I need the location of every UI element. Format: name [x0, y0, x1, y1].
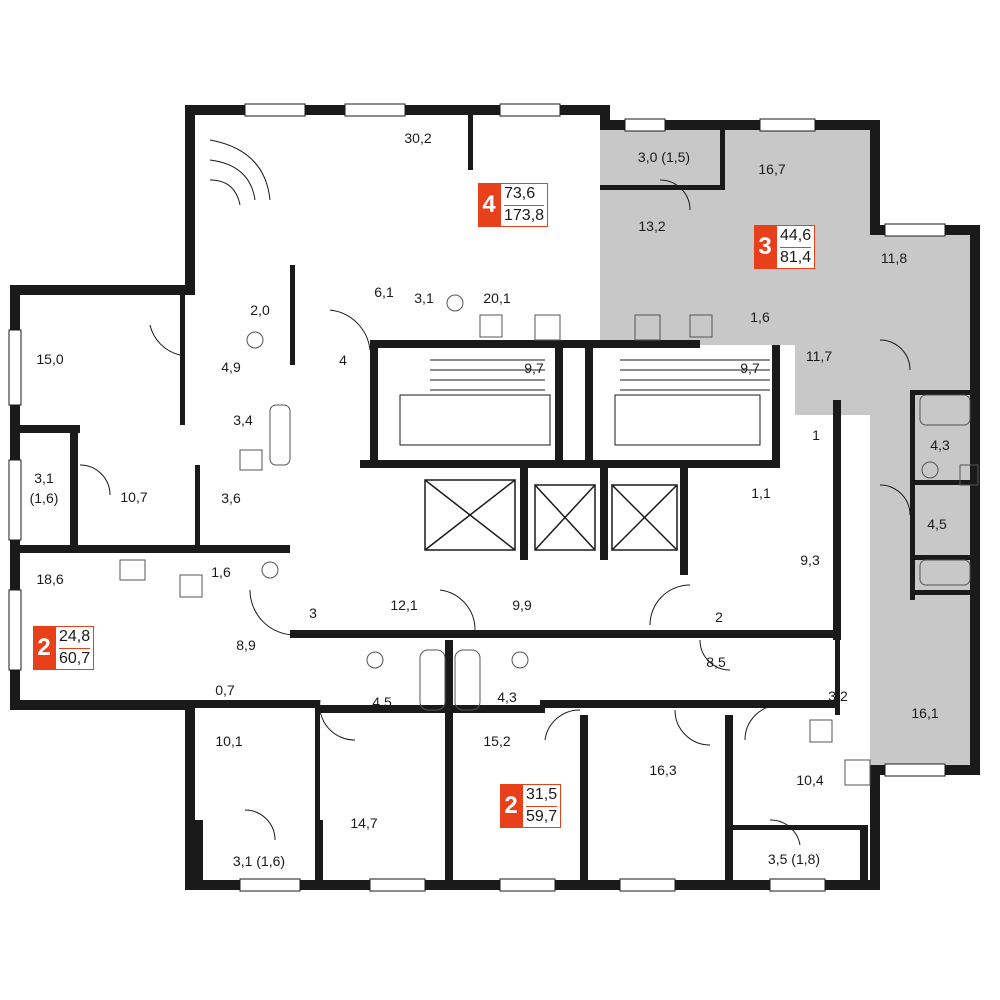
room-area: 0,7: [215, 682, 235, 698]
room-area: 1,1: [751, 485, 771, 501]
room-area: 4,5: [372, 694, 392, 710]
room-area: 15,2: [483, 733, 511, 749]
living-area: 31,5: [526, 785, 558, 803]
room-area: 10,7: [120, 489, 148, 505]
room-area: 4,5: [927, 516, 947, 532]
room-area: 10,4: [796, 772, 824, 788]
room-area: 11,7: [805, 348, 833, 364]
room-area: 1,6: [211, 564, 231, 580]
room-area: 4,3: [930, 437, 950, 453]
room-area: 8,9: [236, 637, 256, 653]
apartment-3-badge: 3 44,6 81,4: [754, 225, 816, 269]
living-area: 24,8: [59, 627, 91, 645]
room-area: 3,1: [34, 470, 54, 486]
room-area: 2,0: [250, 302, 270, 318]
room-area: 3,1 (1,6): [232, 853, 286, 869]
stairs: [209, 139, 770, 446]
door-swings: [79, 179, 911, 846]
fixtures: [119, 294, 979, 786]
room-area: 9,3: [800, 552, 820, 568]
room-area: 14,7: [350, 815, 378, 831]
room-area: 20,1: [483, 290, 511, 306]
room-area: 16,3: [649, 762, 677, 778]
room-area: 8,5: [706, 654, 726, 670]
elevators: [424, 479, 678, 551]
room-area: 15,0: [36, 351, 64, 367]
room-area: 12,1: [390, 597, 418, 613]
room-area: 11,8: [880, 250, 908, 266]
apartment-2-left-badge: 2 24,8 60,7: [33, 626, 95, 670]
interior-walls: [20, 115, 970, 885]
room-area: 9,7: [740, 360, 760, 376]
room-area: 13,2: [638, 218, 666, 234]
room-area: 3,5 (1,8): [767, 851, 821, 867]
room-count: 3: [754, 225, 776, 269]
apartment-2-bottom-badge: 2 31,5 59,7: [500, 784, 562, 828]
total-area: 173,8: [504, 205, 545, 225]
room-area: 6,1: [374, 284, 394, 300]
living-area: 73,6: [504, 184, 536, 202]
room-area: 16,1: [911, 705, 939, 721]
room-area: 10,1: [215, 733, 243, 749]
room-area: 3,0 (1,5): [637, 149, 691, 165]
room-area: 4,9: [221, 359, 241, 375]
apartment-3-highlight: [600, 130, 970, 765]
room-area: 3,4: [233, 412, 253, 428]
room-area: 4: [339, 352, 347, 368]
room-area: 16,7: [758, 161, 786, 177]
room-area: 3,2: [828, 688, 848, 704]
apartment-4-badge: 4 73,6 173,8: [478, 183, 549, 227]
total-area: 59,7: [526, 806, 558, 826]
room-area: 9,9: [512, 597, 532, 613]
room-area: 1,6: [750, 309, 770, 325]
room-area: 18,6: [36, 571, 64, 587]
windows: [8, 103, 946, 892]
room-area: 3,1: [414, 290, 434, 306]
room-area: (1,6): [29, 490, 59, 506]
room-count: 2: [500, 784, 522, 828]
room-area: 2: [715, 609, 723, 625]
room-area: 9,7: [524, 360, 544, 376]
living-area: 44,6: [780, 226, 812, 244]
room-count: 2: [33, 626, 55, 670]
room-area: 3,6: [221, 490, 241, 506]
room-area: 30,2: [404, 130, 432, 146]
total-area: 81,4: [780, 247, 812, 267]
total-area: 60,7: [59, 648, 91, 668]
room-area: 4,3: [497, 689, 517, 705]
room-area: 3: [309, 605, 317, 621]
room-area: 1: [812, 427, 820, 443]
room-count: 4: [478, 183, 500, 227]
